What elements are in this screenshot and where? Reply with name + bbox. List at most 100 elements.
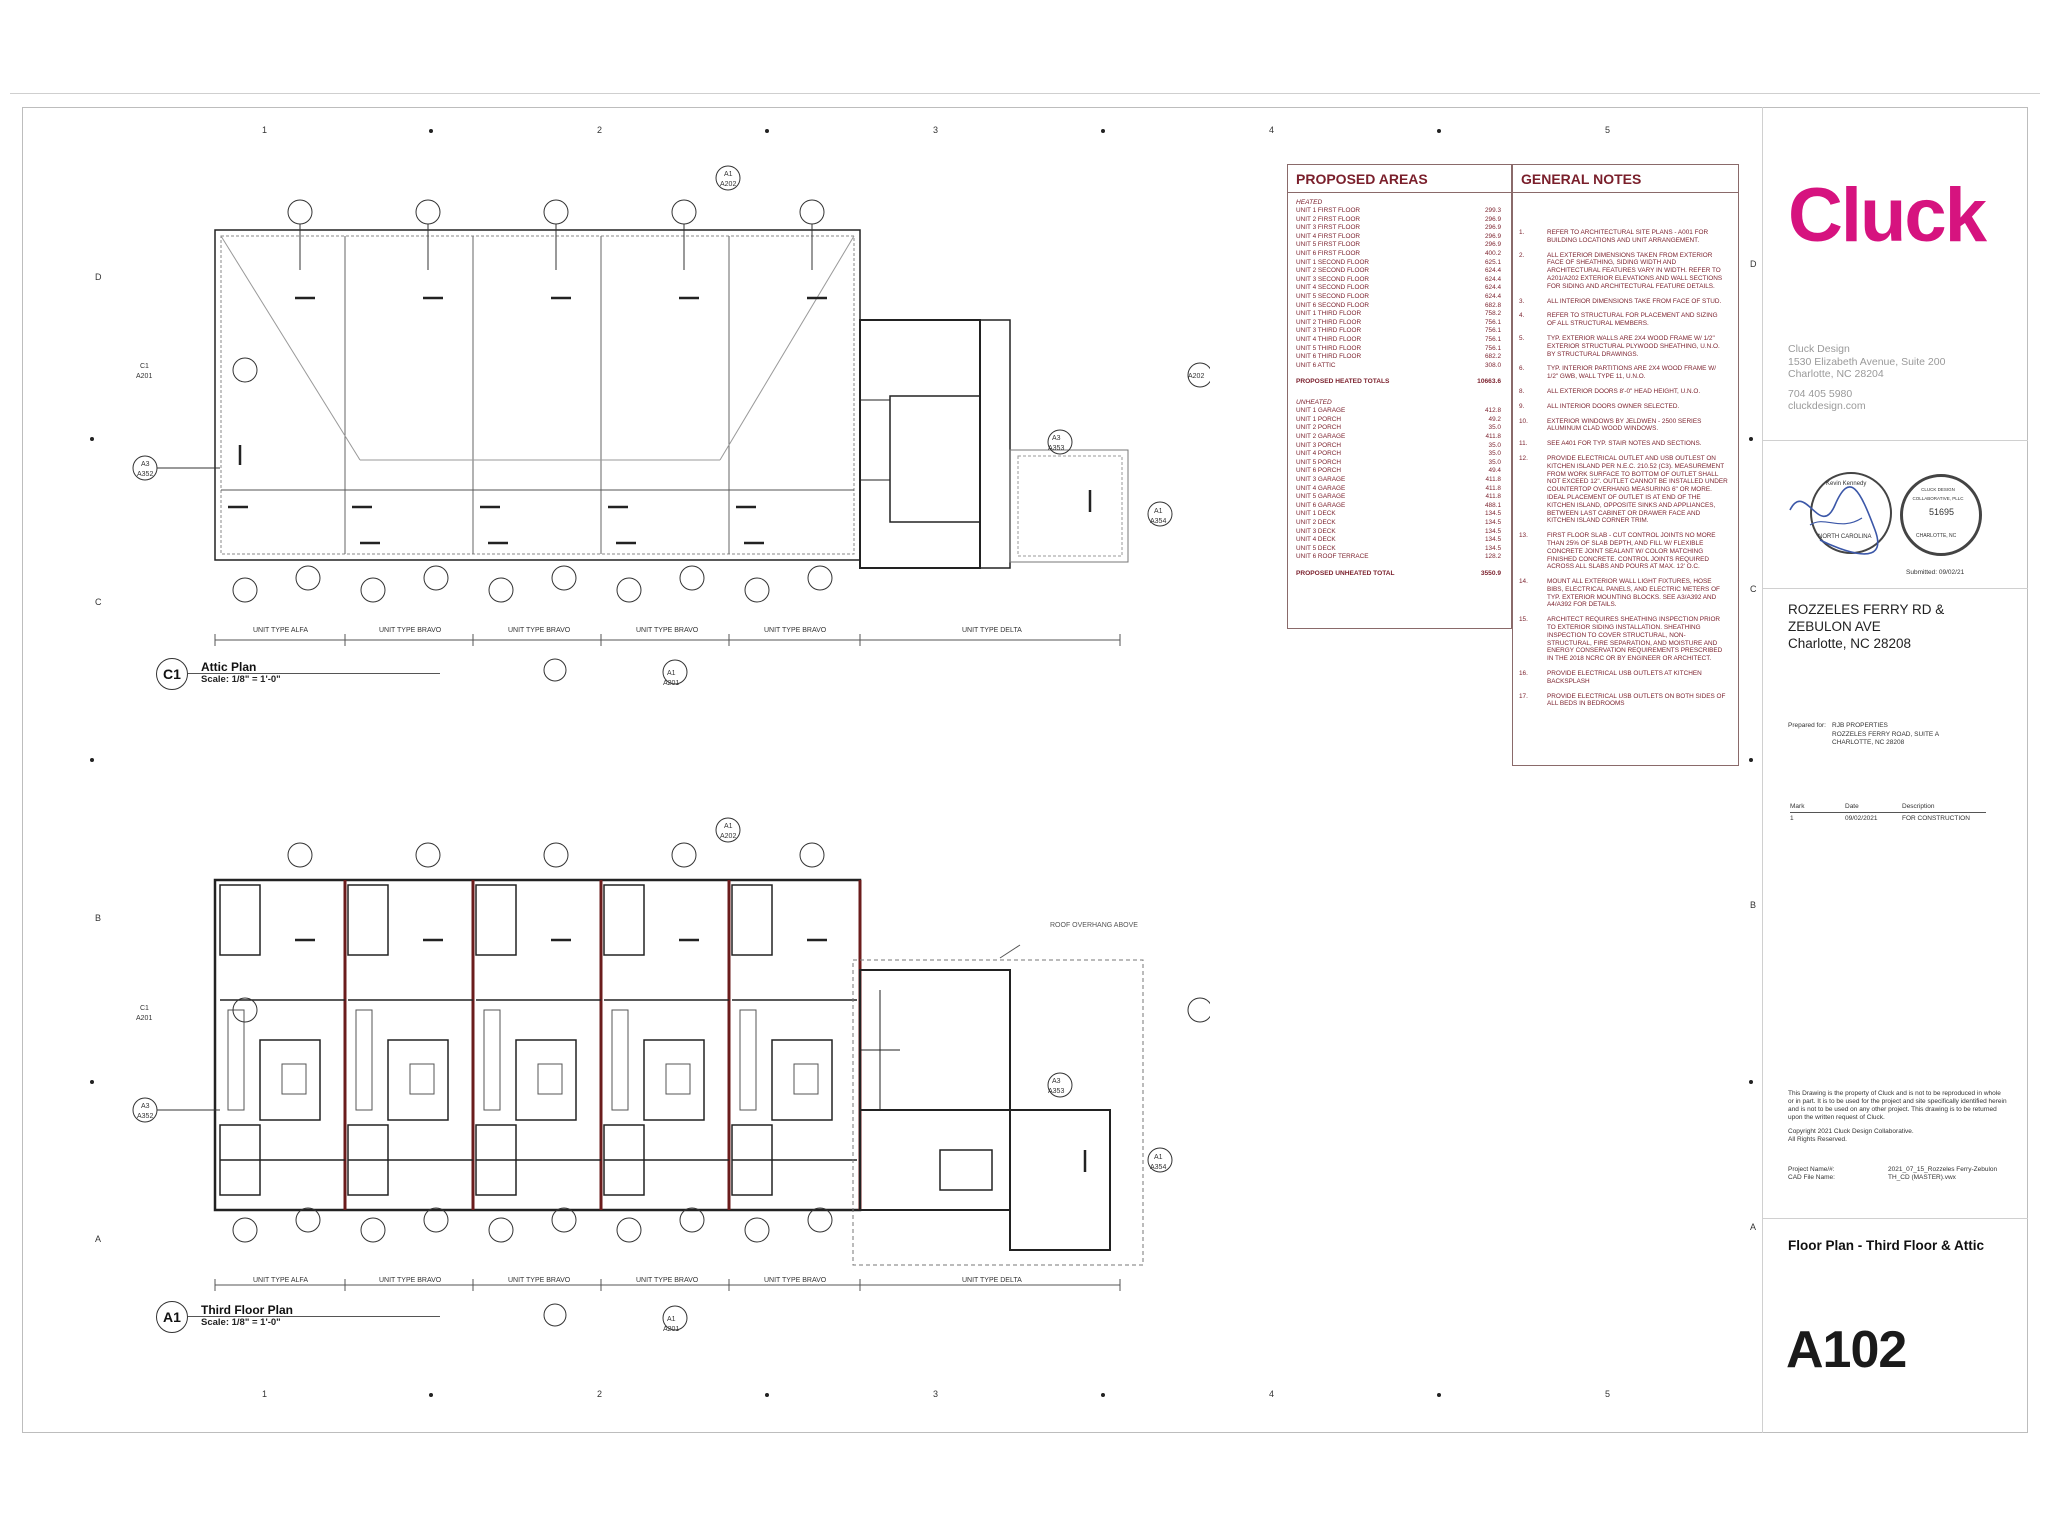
third-floor-plan-scale: Scale: 1/8" = 1'-0" [201,1317,281,1328]
grid-dot [1437,129,1441,133]
client-block: RJB PROPERTIES ROZZELES FERRY ROAD, SUIT… [1832,722,1939,748]
revision-header: Mark Date Description [1790,803,1986,813]
area-row-label: UNIT 1 GARAGE [1296,407,1346,415]
unheated-label: UNHEATED [1296,399,1332,407]
note-text: TYP. EXTERIOR WALLS ARE 2X4 WOOD FRAME W… [1547,334,1720,358]
floor-plans-drawing [132,165,1210,1331]
area-row-value: 35.0 [1488,450,1501,458]
area-row-value: 299.3 [1485,207,1501,214]
project-line-2: ZEBULON AVE [1788,619,1881,634]
rev-col-description: Description [1902,803,1935,810]
unit-label: UNIT TYPE BRAVO [379,627,442,634]
tag-a352-attic-left: A352 [137,471,154,478]
general-note-item: 2. ALL EXTERIOR DIMENSIONS TAKEN FROM EXT… [1513,252,1738,298]
grid-letter-right-a: A [1750,1222,1757,1232]
grid-letter-left-c: C [95,597,102,607]
grid-letter-right-c: C [1750,584,1757,594]
third-title-underline [188,1316,440,1317]
rev-date: 09/02/2021 [1845,815,1878,822]
area-row-value: 624.4 [1485,275,1501,283]
area-row-value: 411.8 [1485,433,1501,441]
grid-number-top-1: 1 [262,125,268,135]
area-row-label: UNIT 2 PORCH [1296,424,1341,432]
area-row-label: UNIT 2 DECK [1296,519,1336,526]
grid-number-bottom-2: 2 [597,1389,603,1399]
note-number: 2. [1519,251,1525,259]
tag-a202-third-top: A202 [720,833,737,840]
area-row-value: 412.8 [1485,407,1501,415]
note-number: 6. [1519,365,1525,373]
cad-file-label: CAD File Name: [1788,1174,1835,1181]
firm-seal [1900,474,1982,556]
note-number: 9. [1519,402,1525,410]
heated-total-value: 10663.6 [1477,378,1501,386]
grid-number-bottom-4: 4 [1269,1389,1275,1399]
proposed-areas-table: PROPOSED AREAS HEATED UNIT 1 FIRST FLOOR… [1287,164,1512,629]
tag-a1-attic-top: A1 [724,171,733,178]
general-note-item: 1.REFER TO ARCHITECTURAL SITE PLANS - A0… [1513,229,1738,252]
area-row-label: UNIT 3 SECOND FLOOR [1296,275,1370,283]
area-row-value: 624.4 [1485,292,1501,300]
area-row-value: 296.9 [1485,224,1501,232]
general-note-item: 5.TYP. EXTERIOR WALLS ARE 2X4 WOOD FRAME… [1513,335,1738,365]
unit-label: UNIT TYPE BRAVO [508,1277,571,1284]
client-address-2: CHARLOTTE, NC 28208 [1832,739,1905,746]
firm-phone: 704 405 5980 [1788,387,1853,400]
note-number: 10. [1519,417,1528,425]
note-text: ALL INTERIOR DOORS OWNER SELECTED. [1547,402,1680,410]
area-row-value: 400.2 [1485,249,1501,257]
title-block-rule [1762,440,2028,441]
note-text: TYP. INTERIOR PARTITIONS ARE 2X4 WOOD FR… [1547,365,1717,381]
view-bubble-third: A1 [156,1301,188,1333]
note-text: ALL EXTERIOR DOORS 8'-0" HEAD HEIGHT, U.… [1547,387,1701,395]
note-text: MOUNT ALL EXTERIOR WALL LIGHT FIXTURES, … [1547,578,1720,609]
note-number: 12. [1519,454,1528,462]
general-note-item: 10.EXTERIOR WINDOWS BY JELDWEN - 2500 SE… [1513,418,1738,441]
rev-col-date: Date [1845,803,1859,810]
tag-a201-third-bottom: A201 [663,1326,680,1333]
title-block-rule [1762,1218,2028,1219]
unit-label: UNIT TYPE DELTA [962,627,1022,634]
grid-dot [90,758,94,762]
unheated-total-label: PROPOSED UNHEATED TOTAL [1296,569,1395,577]
rev-description: FOR CONSTRUCTION [1902,815,1970,822]
tag-a202-attic-right: A202 [1188,373,1205,380]
note-text: REFER TO ARCHITECTURAL SITE PLANS - A001… [1547,229,1709,244]
area-row-label: UNIT 4 THIRD FLOOR [1296,335,1362,343]
area-row-value: 758.2 [1485,310,1501,318]
area-row-label: UNIT 6 FIRST FLOOR [1296,249,1361,257]
note-text: ALL EXTERIOR DIMENSIONS TAKEN FROM EXTER… [1547,251,1723,290]
note-number: 16. [1519,670,1528,678]
area-row-value: 296.9 [1485,241,1501,249]
firm-info: Cluck Design 1530 Elizabeth Avenue, Suit… [1788,343,1945,413]
area-row-label: UNIT 3 GARAGE [1296,476,1346,484]
grid-letter-left-a: A [95,1234,102,1244]
unheated-total-row: PROPOSED UNHEATED TOTAL 3550.9 [1288,562,1511,585]
note-number: 13. [1519,532,1528,540]
general-note-item: 11.SEE A401 FOR TYP. STAIR NOTES AND SEC… [1513,440,1738,455]
general-notes-list: 1.REFER TO ARCHITECTURAL SITE PLANS - A0… [1513,193,1738,715]
area-row-label: UNIT 5 DECK [1296,544,1336,552]
grid-dot [429,129,433,133]
grid-number-top-3: 3 [933,125,939,135]
project-line-3: Charlotte, NC 28208 [1788,636,1912,651]
general-notes-title: GENERAL NOTES [1513,165,1738,193]
seal-architect-name: Kevin Kennedy [1826,481,1867,487]
grid-letter-right-b: B [1750,900,1757,910]
heated-label: HEATED [1296,199,1323,206]
area-row-label: UNIT 6 ATTIC [1296,361,1336,369]
drawing-sheet-border [22,107,2028,1433]
project-address: ROZZELES FERRY RD & ZEBULON AVE Charlott… [1788,601,1944,652]
grid-dot [1749,437,1753,441]
grid-dot [90,437,94,441]
heated-total-label: PROPOSED HEATED TOTALS [1296,378,1390,386]
tag-c1-third-left: C1 [140,1005,149,1012]
